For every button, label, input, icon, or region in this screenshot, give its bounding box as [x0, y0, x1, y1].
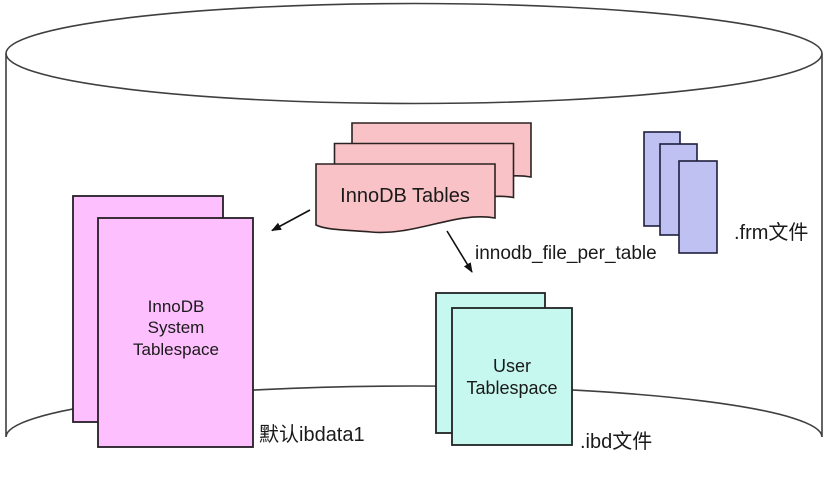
system-tablespace-label-line1: InnoDB	[148, 297, 205, 316]
cylinder-body	[5, 53, 823, 438]
arrow-tables-to-system-tablespace	[271, 209, 311, 232]
database-cylinder	[5, 2, 823, 438]
user-tablespace-stack	[435, 292, 573, 446]
user-tablespace-label: User Tablespace	[466, 356, 557, 398]
user-tablespace-label-line2: Tablespace	[466, 378, 557, 398]
user-tablespace-caption: .ibd文件	[580, 430, 652, 453]
frm-files-stack	[643, 131, 718, 254]
system-tablespace-stack	[72, 195, 254, 448]
innodb-tables-label: InnoDB Tables	[340, 185, 470, 207]
arrows	[271, 209, 473, 273]
system-tablespace-sheet-front	[97, 217, 254, 448]
system-tablespace-caption: 默认ibdata1	[259, 423, 365, 446]
frm-file-sheet-front	[678, 160, 718, 254]
innodb-tables-stack	[315, 122, 532, 234]
user-tablespace-label-line1: User	[493, 356, 531, 376]
cylinder-top-ellipse	[5, 2, 823, 105]
frm-files-caption: .frm文件	[734, 221, 808, 244]
system-tablespace-label-line2: System	[148, 318, 205, 337]
system-tablespace-label-line3: Tablespace	[133, 340, 219, 359]
user-tablespace-sheet-front	[451, 307, 573, 446]
file-per-table-edge-label: innodb_file_per_table	[475, 243, 657, 264]
arrow-tables-to-user-tablespace	[446, 230, 473, 273]
system-tablespace-label: InnoDB System Tablespace	[133, 297, 219, 359]
